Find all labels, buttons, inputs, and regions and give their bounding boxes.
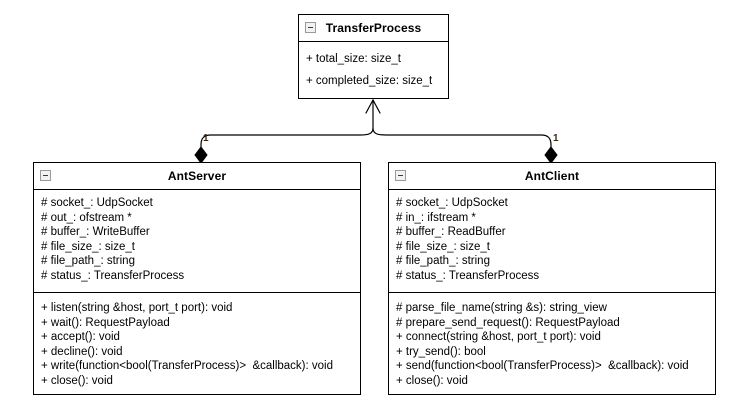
operation-row: + close(): void [396, 374, 468, 387]
operations-compartment-antserver: + listen(string &host, port_t port): voi… [34, 292, 360, 394]
attribute-row: # file_path_: string [41, 255, 135, 267]
class-name-transferprocess: TransferProcess [325, 21, 422, 35]
operation-row: + send(function<bool(TransferProcess)> &… [396, 360, 689, 372]
class-name-antserver: AntServer [167, 169, 227, 183]
attribute-row: + total_size: size_t [306, 53, 401, 65]
operation-row: + try_send(): bool [396, 345, 486, 358]
attributes-compartment-antclient: # socket_: UdpSocket # in_: ifstream * #… [389, 190, 715, 292]
attribute-row: # socket_: UdpSocket [41, 197, 153, 209]
minus-box-icon[interactable] [305, 22, 316, 33]
operation-row: + wait(): RequestPayload [41, 316, 170, 329]
composition-line-antclient [372, 127, 552, 153]
composition-diamond-antserver [194, 146, 208, 164]
attribute-row: # status_: TreansferProcess [41, 269, 185, 282]
arrowhead-open [365, 98, 381, 114]
multiplicity-antserver: 1 [203, 133, 209, 144]
attribute-row: # buffer_: ReadBuffer [396, 226, 506, 238]
class-box-antserver[interactable]: AntServer # socket_: UdpSocket # out_: o… [33, 162, 361, 395]
operation-row: + listen(string &host, port_t port): voi… [41, 302, 233, 314]
composition-line-antserver [200, 127, 374, 153]
attribute-row: # status_: TreansferProcess [396, 269, 540, 282]
attribute-row: # file_size_: size_t [396, 240, 490, 253]
class-box-antclient[interactable]: AntClient # socket_: UdpSocket # in_: if… [388, 162, 716, 395]
minus-box-icon[interactable] [395, 170, 406, 181]
attribute-row: # in_: ifstream * [396, 211, 476, 224]
attributes-compartment-antserver: # socket_: UdpSocket # out_: ofstream * … [34, 190, 360, 292]
attribute-row: + completed_size: size_t [306, 75, 433, 87]
attribute-row: # file_path_: string [396, 255, 490, 267]
class-header-antserver: AntServer [34, 163, 360, 190]
operation-row: # parse_file_name(string &s): string_vie… [396, 302, 607, 314]
class-box-transferprocess[interactable]: TransferProcess + total_size: size_t + c… [298, 14, 449, 99]
minus-box-icon[interactable] [40, 170, 51, 181]
attribute-row: # buffer_: WriteBuffer [41, 226, 150, 238]
attribute-row: # socket_: UdpSocket [396, 197, 508, 209]
operation-row: + write(function<bool(TransferProcess)> … [41, 360, 333, 372]
attributes-compartment-transferprocess: + total_size: size_t + completed_size: s… [299, 42, 448, 98]
class-header-antclient: AntClient [389, 163, 715, 190]
class-name-antclient: AntClient [524, 169, 580, 183]
operation-row: # prepare_send_request(): RequestPayload [396, 316, 620, 329]
operation-row: + accept(): void [41, 331, 120, 343]
composition-diamond-antclient [544, 146, 558, 164]
class-header-transferprocess: TransferProcess [299, 15, 448, 42]
attribute-row: # out_: ofstream * [41, 211, 132, 224]
multiplicity-antclient: 1 [553, 133, 559, 144]
operation-row: + close(): void [41, 374, 113, 387]
operations-compartment-antclient: # parse_file_name(string &s): string_vie… [389, 292, 715, 394]
operation-row: + decline(): void [41, 345, 123, 358]
operation-row: + connect(string &host, port_t port): vo… [396, 331, 601, 343]
attribute-row: # file_size_: size_t [41, 240, 135, 253]
